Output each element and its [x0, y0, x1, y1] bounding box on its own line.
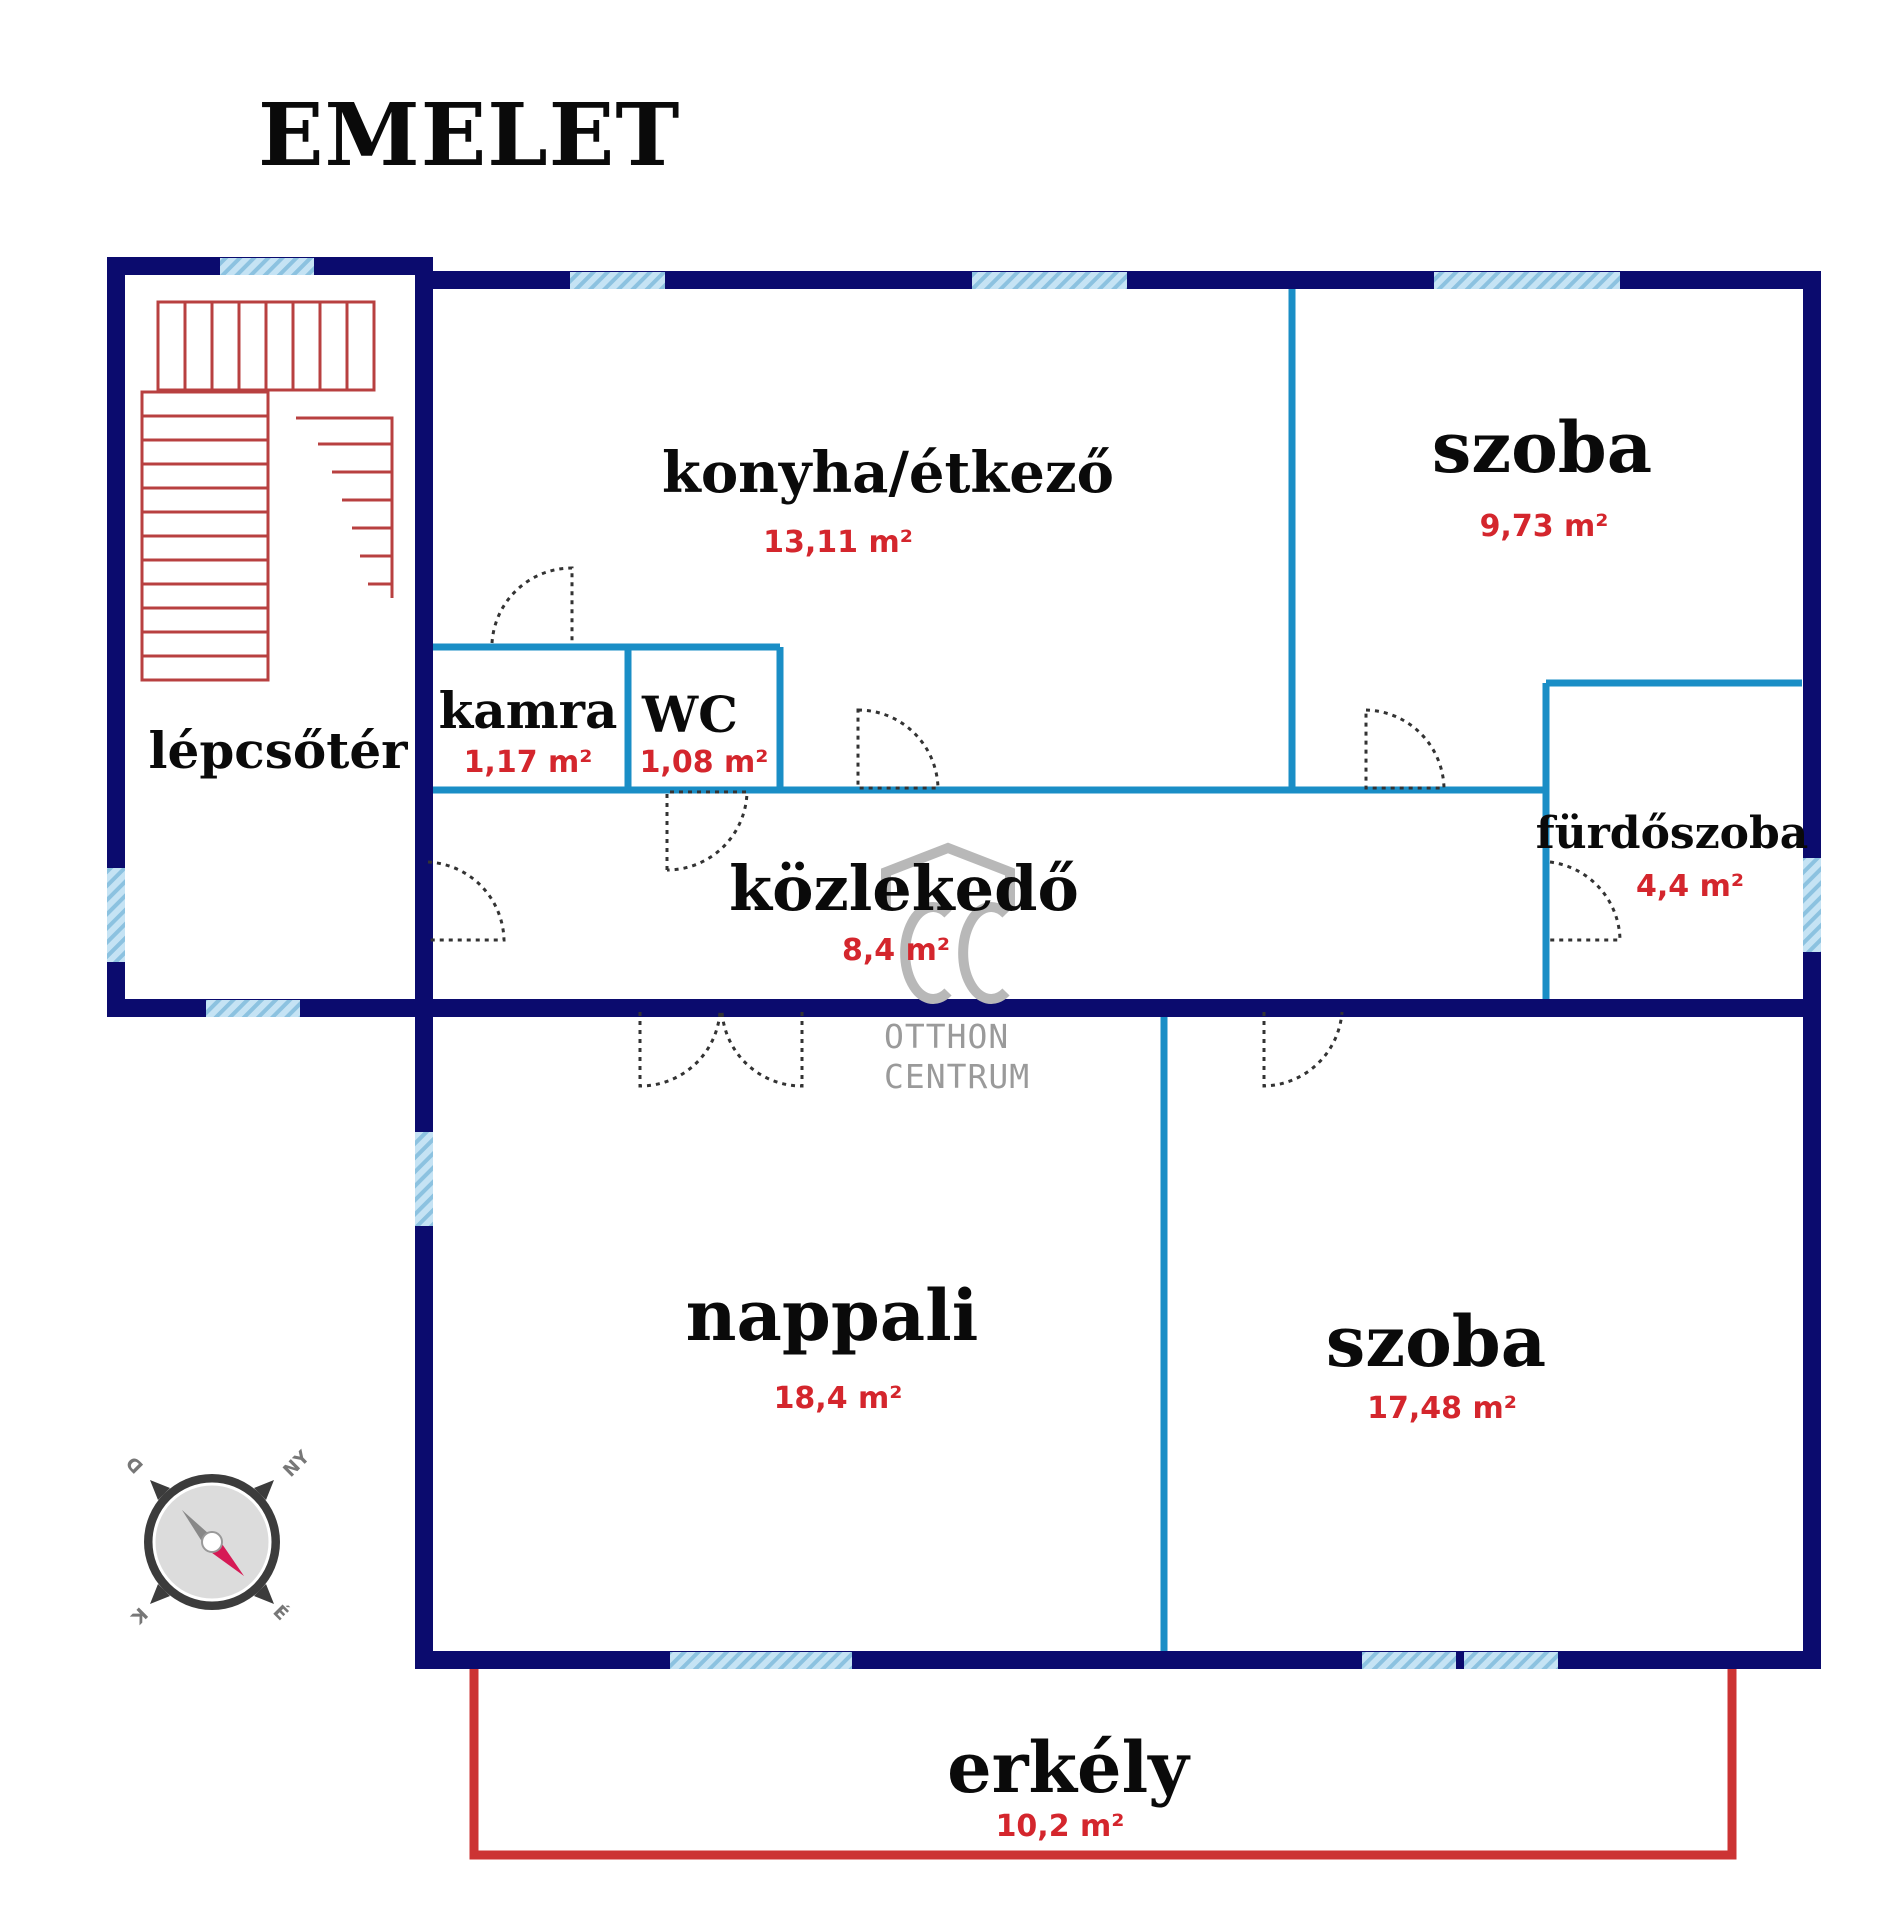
room-area-erkely: 10,2 m² — [996, 1809, 1125, 1844]
room-name-nappali: nappali — [686, 1274, 979, 1357]
room-area-furdoszoba: 4,4 m² — [1636, 869, 1744, 904]
room-name-kozlekedo: közlekedő — [729, 852, 1079, 925]
room-area-wc: 1,08 m² — [640, 745, 769, 780]
house-logo-icon — [881, 842, 1015, 1004]
compass-label-d: D — [122, 1452, 147, 1477]
room-name-konyha: konyha/étkező — [662, 440, 1114, 506]
room-name-erkely: erkély — [947, 1726, 1191, 1809]
otthon-centrum-watermark: OTTHON CENTRUM — [881, 842, 1030, 1096]
door-nappali-left — [638, 1011, 722, 1088]
windows — [107, 258, 1821, 1669]
outer-walls — [107, 257, 1821, 1669]
compass-label-k: K — [126, 1603, 151, 1628]
watermark-line2: CENTRUM — [884, 1057, 1030, 1096]
inner-walls — [430, 284, 1802, 1652]
room-name-szoba1: szoba — [1432, 406, 1652, 489]
room-name-wc: WC — [641, 685, 738, 744]
room-name-furdoszoba: fürdőszoba — [1536, 808, 1809, 859]
watermark-line1: OTTHON — [884, 1017, 1009, 1056]
door-szoba2 — [1262, 1011, 1344, 1088]
balcony-outline — [469, 1660, 1737, 1860]
door-wc — [665, 790, 749, 872]
room-area-kozlekedo: 8,4 m² — [842, 933, 950, 968]
room-labels: konyha/étkező 13,11 m² szoba 9,73 m² kam… — [149, 406, 1809, 1844]
compass-icon: D NY K É — [122, 1446, 314, 1628]
room-name-lepcsoter: lépcsőtér — [149, 721, 409, 780]
room-area-szoba2: 17,48 m² — [1367, 1391, 1517, 1426]
room-name-kamra: kamra — [439, 681, 618, 740]
room-name-szoba2: szoba — [1326, 1300, 1546, 1383]
room-area-kamra: 1,17 m² — [464, 745, 593, 780]
door-szoba1 — [1364, 708, 1446, 790]
staircase — [140, 300, 394, 682]
compass-label-e: É — [269, 1601, 293, 1625]
plan-title: EMELET — [258, 85, 680, 186]
compass-label-ny: NY — [279, 1446, 314, 1481]
room-area-nappali: 18,4 m² — [774, 1381, 903, 1416]
door-konyha — [856, 708, 940, 790]
room-area-szoba1: 9,73 m² — [1480, 509, 1609, 544]
doors — [427, 566, 1622, 1088]
door-nappali-right — [720, 1011, 804, 1088]
door-furdo — [1549, 860, 1622, 942]
door-kamra — [490, 566, 574, 644]
room-area-konyha: 13,11 m² — [763, 525, 913, 560]
door-lepcsoter — [427, 860, 506, 942]
